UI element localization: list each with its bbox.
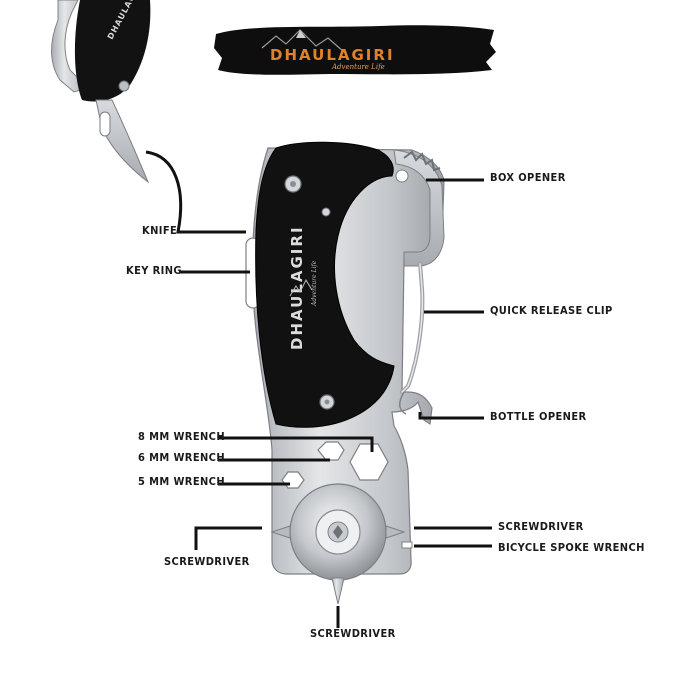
leader-bottle-opener — [418, 412, 484, 420]
label-bicycle-spoke-wrench: BICYCLE SPOKE WRENCH — [498, 541, 645, 554]
brand-logo: DHAULAGIRI Adventure Life — [214, 22, 496, 78]
svg-text:Adventure Life: Adventure Life — [311, 260, 318, 307]
brand-name: DHAULAGIRI — [270, 46, 395, 64]
leader-8mm — [218, 436, 374, 452]
multitool-body: DHAULAGIRI Adventure Life — [245, 141, 445, 605]
label-5mm-wrench: 5 MM WRENCH — [138, 475, 226, 488]
label-bottle-opener: BOTTLE OPENER — [490, 410, 587, 423]
label-knife: KNIFE — [142, 224, 178, 237]
label-6mm-wrench: 6 MM WRENCH — [138, 451, 226, 464]
label-screwdriver-left: SCREWDRIVER — [164, 555, 250, 568]
label-screwdriver-right: SCREWDRIVER — [498, 520, 584, 533]
knife-inset: DHAULAGIRI — [51, 0, 151, 184]
label-8mm-wrench: 8 MM WRENCH — [138, 430, 226, 443]
label-quick-release-clip: QUICK RELEASE CLIP — [490, 304, 613, 317]
leader-knife — [145, 150, 246, 234]
label-key-ring: KEY RING — [126, 264, 182, 277]
leader-screwdriver-left — [194, 526, 262, 550]
label-screwdriver-bottom: SCREWDRIVER — [310, 627, 396, 640]
brand-banner — [214, 25, 496, 75]
label-box-opener: BOX OPENER — [490, 171, 566, 184]
leader-lines — [145, 150, 492, 628]
brand-tagline: Adventure Life — [332, 63, 385, 71]
